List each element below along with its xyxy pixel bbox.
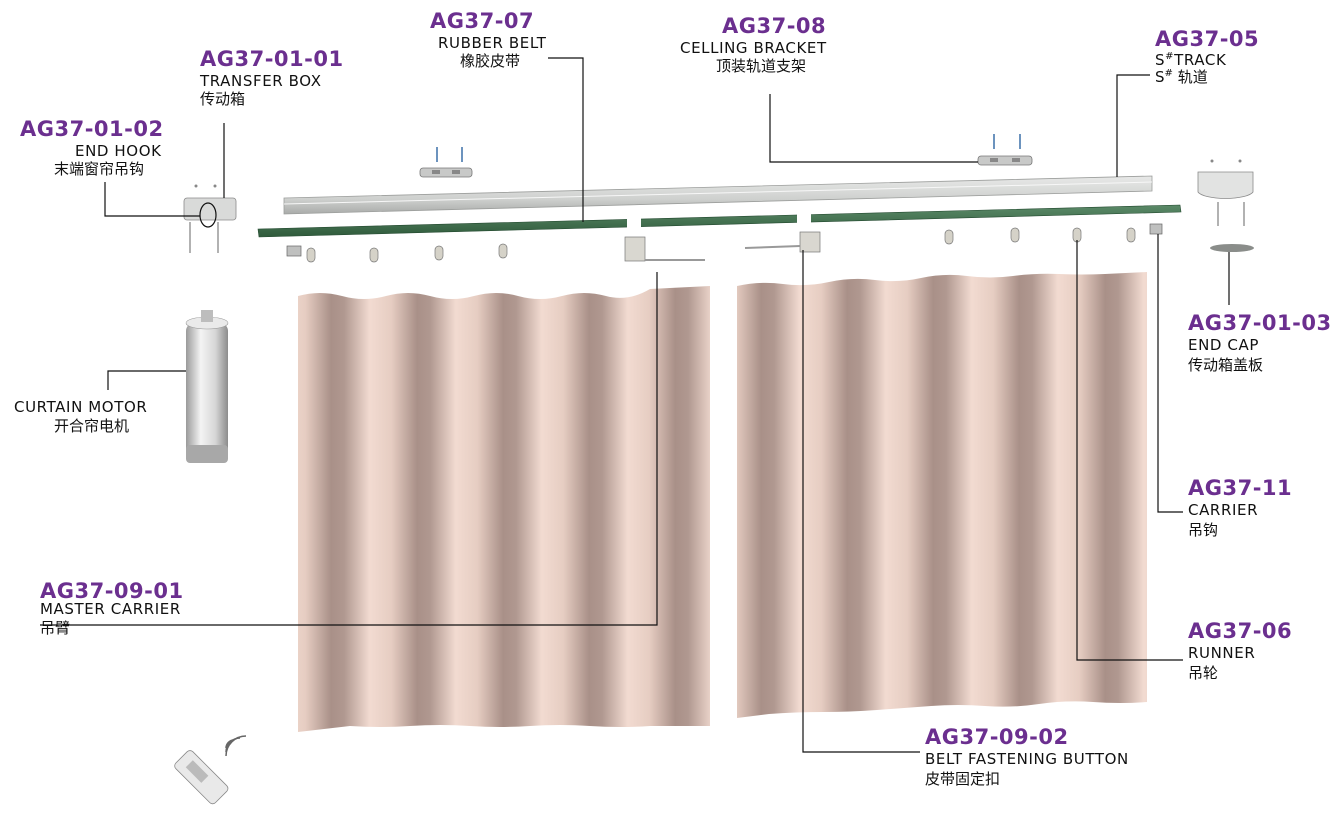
leader-track — [1117, 75, 1150, 177]
belt-button-en: BELT FASTENING BUTTON — [925, 752, 1129, 768]
label-carrier: AG37-11 CARRIER 吊钩 — [1188, 477, 1292, 539]
runner-cn: 吊轮 — [1188, 666, 1292, 682]
track-en-prefix: S — [1155, 51, 1165, 69]
leader-carrier — [1158, 234, 1183, 512]
label-end-hook: AG37-01-02 END HOOK 末端窗帘吊钩 — [20, 118, 164, 178]
rubber-belt-cn: 橡胶皮带 — [460, 54, 546, 70]
transfer-box-code: AG37-01-01 — [200, 48, 344, 70]
track-cn-prefix: S — [1155, 68, 1165, 86]
belt-button-code: AG37-09-02 — [925, 726, 1129, 748]
runner-en: RUNNER — [1188, 646, 1292, 662]
end-hook-cn: 末端窗帘吊钩 — [54, 162, 164, 178]
bracket-icon — [420, 147, 472, 177]
runner-code: AG37-06 — [1188, 620, 1292, 642]
label-track: AG37-05 S#TRACK S# 轨道 — [1155, 28, 1259, 86]
runner-icon — [307, 248, 315, 262]
carrier-icon — [1150, 224, 1162, 234]
rubber-belt-en: RUBBER BELT — [438, 36, 546, 52]
runner-icon — [1073, 228, 1081, 242]
master-carrier-en: MASTER CARRIER — [40, 602, 184, 618]
leader-motor — [108, 371, 186, 390]
track-en: S#TRACK — [1155, 52, 1259, 69]
runner-icon — [435, 246, 443, 260]
label-runner: AG37-06 RUNNER 吊轮 — [1188, 620, 1292, 682]
remote-control-icon — [173, 749, 230, 806]
curtain-motor-en: CURTAIN MOTOR — [14, 400, 147, 416]
curtain-right — [737, 272, 1147, 718]
carrier-icon — [287, 246, 301, 256]
transfer-box-cn: 传动箱 — [200, 92, 344, 108]
motor-icon — [186, 310, 228, 463]
end-hook-code: AG37-01-02 — [20, 118, 164, 140]
belt-button-cn: 皮带固定扣 — [925, 772, 1129, 788]
rubber-belt-code: AG37-07 — [430, 10, 546, 32]
track-code: AG37-05 — [1155, 28, 1259, 50]
curtain-motor-cn: 开合帘电机 — [54, 419, 147, 435]
end-hook-en: END HOOK — [75, 144, 164, 160]
label-rubber-belt: AG37-07 RUBBER BELT 橡胶皮带 — [430, 10, 546, 70]
track-cn-sup: # — [1165, 68, 1173, 79]
ceiling-bracket-en: CELLING BRACKET — [680, 41, 827, 57]
end-cap-cn: 传动箱盖板 — [1188, 358, 1332, 374]
bracket-icon — [978, 134, 1032, 165]
runner-icon — [1127, 228, 1135, 242]
master-carrier-code: AG37-09-01 — [40, 580, 184, 602]
signal-icon — [226, 736, 246, 756]
track — [284, 176, 1152, 214]
runner-icon — [370, 248, 378, 262]
master-carrier-icon — [625, 237, 705, 261]
label-end-cap: AG37-01-03 END CAP 传动箱盖板 — [1188, 312, 1332, 374]
track-en-text: TRACK — [1174, 51, 1226, 69]
end-cap-icon — [1198, 160, 1254, 253]
end-cap-en: END CAP — [1188, 338, 1332, 354]
carrier-en: CARRIER — [1188, 503, 1292, 519]
master-carrier-cn: 吊臂 — [40, 621, 184, 637]
transfer-box-icon — [184, 185, 236, 254]
leader-ceiling-bracket — [770, 94, 978, 162]
label-curtain-motor: CURTAIN MOTOR 开合帘电机 — [14, 400, 147, 435]
track-en-sup: # — [1165, 51, 1174, 62]
ceiling-bracket-code: AG37-08 — [722, 15, 827, 37]
track-cn-text: 轨道 — [1173, 68, 1208, 86]
label-belt-button: AG37-09-02 BELT FASTENING BUTTON 皮带固定扣 — [925, 726, 1129, 788]
ceiling-bracket-cn: 顶装轨道支架 — [716, 59, 827, 75]
curtain-left — [298, 286, 710, 732]
runner-icon — [499, 244, 507, 258]
end-cap-code: AG37-01-03 — [1188, 312, 1332, 334]
carrier-cn: 吊钩 — [1188, 523, 1292, 539]
label-transfer-box: AG37-01-01 TRANSFER BOX 传动箱 — [200, 48, 344, 108]
label-ceiling-bracket: AG37-08 CELLING BRACKET 顶装轨道支架 — [680, 15, 827, 75]
belt-button-icon — [745, 232, 820, 252]
track-cn: S# 轨道 — [1155, 69, 1259, 86]
label-master-carrier: AG37-09-01 MASTER CARRIER 吊臂 — [40, 580, 184, 637]
runner-icon — [945, 230, 953, 244]
transfer-box-en: TRANSFER BOX — [200, 74, 344, 90]
runner-icon — [1011, 228, 1019, 242]
carrier-code: AG37-11 — [1188, 477, 1292, 499]
